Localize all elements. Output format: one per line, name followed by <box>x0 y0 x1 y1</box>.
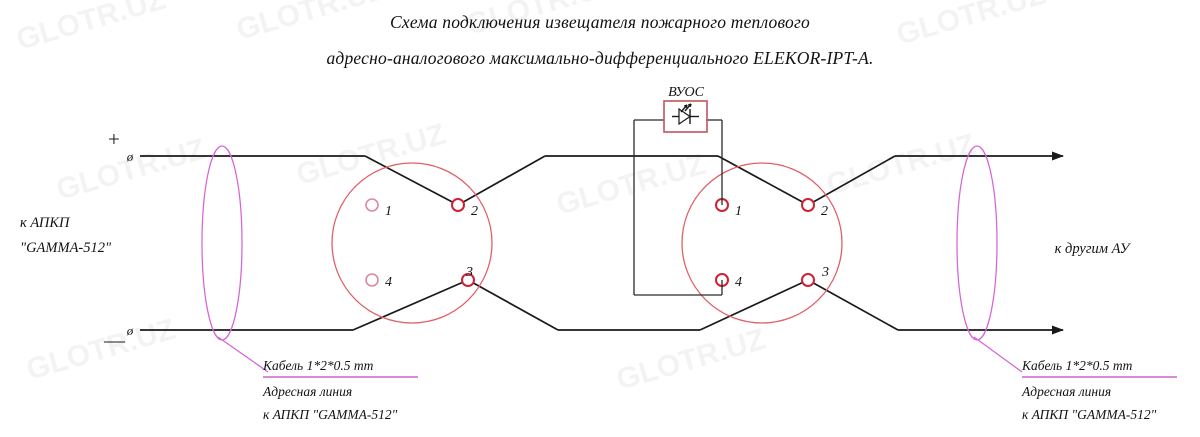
polarity-plus-sign: + <box>108 127 120 151</box>
title-line-2: адресно-аналогового максимально-дифферен… <box>326 48 873 68</box>
cable-marker-ellipse-left <box>201 145 243 341</box>
polarity-minus-sign: — <box>103 328 126 352</box>
cable-leader-left <box>217 336 269 373</box>
cable-marker-left <box>201 145 269 373</box>
detector-1-body <box>331 162 493 324</box>
detector-1-pin-2-label: 2 <box>471 204 478 219</box>
watermark: GLOTR.UZ <box>893 0 1049 52</box>
detector-2-pin-3-label: 3 <box>821 265 829 280</box>
detector-2-body <box>681 162 843 324</box>
detector-2-pin-3[interactable] <box>801 273 815 287</box>
left-terminal-block: + ø — ø к АПКП "GAMMA-512" <box>20 127 134 352</box>
vuos-label: ВУОС <box>668 85 705 100</box>
title-line-1: Схема подключения извещателя пожарного т… <box>390 12 810 32</box>
vuos-box <box>663 100 708 133</box>
watermark: GLOTR.UZ <box>823 128 979 202</box>
detector-1-pin-1-label: 1 <box>385 204 392 219</box>
detector-1-pin-4[interactable] <box>365 273 379 287</box>
left-panel-label-line-2: "GAMMA-512" <box>20 240 112 256</box>
terminal-symbol-bottom: ø <box>126 323 134 338</box>
led-icon <box>672 103 699 126</box>
cable-note-left-line-2: Адресная линия <box>262 384 352 399</box>
watermark: GLOTR.UZ <box>23 313 179 387</box>
watermark: GLOTR.UZ <box>233 0 389 47</box>
detector-2-pin-4-label: 4 <box>735 275 742 290</box>
cable-note-right-line-1: Кабель 1*2*0.5 mm <box>1021 358 1133 373</box>
cable-marker-right <box>956 145 1023 373</box>
watermark: GLOTR.UZ <box>613 323 769 397</box>
cable-leader-right <box>973 336 1023 373</box>
positive-bus-wire <box>140 151 1064 206</box>
left-panel-label-line-1: к АПКП <box>20 215 71 231</box>
detector-1-pin-4-label: 4 <box>385 275 392 290</box>
detector-2-pin-1-label: 1 <box>735 204 742 219</box>
detector-1-pin-3-label: 3 <box>465 265 473 280</box>
detector-1[interactable]: 1 2 3 4 <box>331 162 493 324</box>
cable-note-right-line-3: к АПКП "GAMMA-512" <box>1022 407 1157 422</box>
negative-bus-wire <box>140 279 1064 335</box>
cable-note-right: Кабель 1*2*0.5 mm Адресная линия к АПКП … <box>1021 358 1177 422</box>
detector-2[interactable]: 1 2 3 4 <box>681 162 843 324</box>
cable-marker-ellipse-right <box>956 145 998 341</box>
detector-2-pin-2[interactable] <box>801 198 815 212</box>
terminal-symbol-top: ø <box>126 149 134 164</box>
cable-note-left-line-1: Кабель 1*2*0.5 mm <box>262 358 374 373</box>
detector-1-pin-3[interactable] <box>461 273 475 287</box>
right-panel-block: к другим АУ <box>1055 241 1132 257</box>
watermark: GLOTR.UZ <box>293 118 449 192</box>
cable-note-left-line-3: к АПКП "GAMMA-512" <box>263 407 398 422</box>
detector-1-pin-2[interactable] <box>451 198 465 212</box>
watermark: GLOTR.UZ <box>553 148 709 222</box>
detector-2-pin-2-label: 2 <box>821 204 828 219</box>
detector-1-pin-1[interactable] <box>365 198 379 212</box>
right-panel-label: к другим АУ <box>1055 241 1132 257</box>
watermark: GLOTR.UZ <box>53 133 209 207</box>
cable-note-right-line-2: Адресная линия <box>1021 384 1111 399</box>
watermark: GLOTR.UZ <box>13 0 169 57</box>
page-title: Схема подключения извещателя пожарного т… <box>326 12 873 68</box>
vuos-component[interactable]: ВУОС <box>633 85 723 296</box>
cable-note-left: Кабель 1*2*0.5 mm Адресная линия к АПКП … <box>262 358 418 422</box>
